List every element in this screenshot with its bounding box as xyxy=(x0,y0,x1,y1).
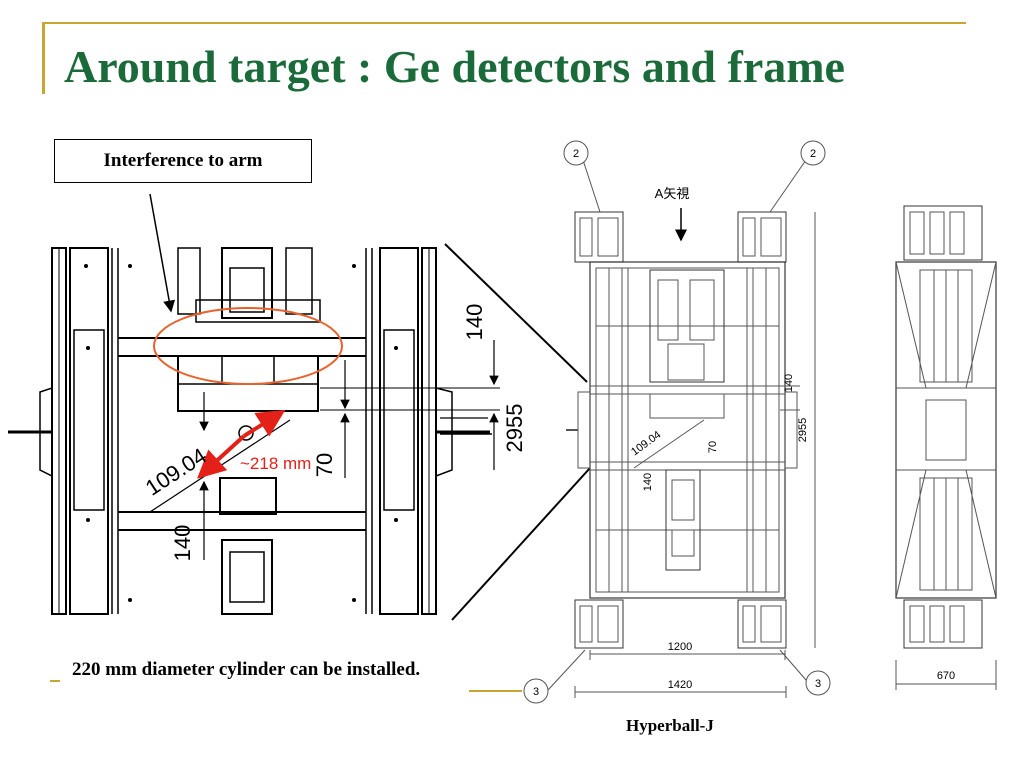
drawing-dim-70: 70 xyxy=(707,441,719,453)
part3-left-label: 3 xyxy=(533,686,539,698)
part-callout-2-right xyxy=(800,140,826,166)
drawing-dim-140a: 140 xyxy=(783,374,795,392)
cylinder-note: 220 mm diameter cylinder can be installe… xyxy=(72,659,421,680)
part2-left-label: 2 xyxy=(573,148,579,160)
zoom-detail-view: 140 2955 70 140 109.04 ~218 mm xyxy=(8,193,527,615)
drawing-caption: Hyperball-J xyxy=(626,716,714,735)
accent-horizontal-line xyxy=(44,22,966,24)
span-label: ~218 mm xyxy=(240,454,311,473)
zoom-dim-70: 70 xyxy=(312,453,337,477)
part3-right-label: 3 xyxy=(815,678,821,690)
drawing-dim-1420: 1420 xyxy=(668,679,692,691)
accent-vertical-line xyxy=(42,22,45,94)
note-bullet xyxy=(50,680,60,682)
part-callout-3-left xyxy=(523,678,549,704)
part2-right-label: 2 xyxy=(810,148,816,160)
part-callout-3-right xyxy=(805,670,831,696)
zoom-dim-140-bottom: 140 xyxy=(170,525,195,562)
zoom-dim-2955: 2955 xyxy=(502,404,527,453)
part-callout-2-left xyxy=(563,140,589,166)
interference-callout-text: Interference to arm xyxy=(103,150,263,171)
view-label: A矢視 xyxy=(655,186,690,201)
hyperball-side-drawing xyxy=(895,205,997,690)
hyperball-front-drawing xyxy=(547,159,816,698)
slide-title: Around target : Ge detectors and frame xyxy=(64,41,845,92)
callout-pointer xyxy=(149,193,176,313)
interference-callout: Interference to arm xyxy=(54,139,312,183)
zoom-dim-140-top: 140 xyxy=(462,304,487,341)
projection-line-top xyxy=(444,243,588,383)
drawing-dim-109: 109.04 xyxy=(629,429,663,458)
drawing-dim-140b: 140 xyxy=(642,473,654,491)
drawing-dim-2955: 2955 xyxy=(797,418,809,442)
projection-line-bottom xyxy=(451,467,591,621)
interference-highlight-ellipse xyxy=(153,307,343,385)
side-dim-670: 670 xyxy=(937,670,955,682)
drawing-dim-1200: 1200 xyxy=(668,641,692,653)
